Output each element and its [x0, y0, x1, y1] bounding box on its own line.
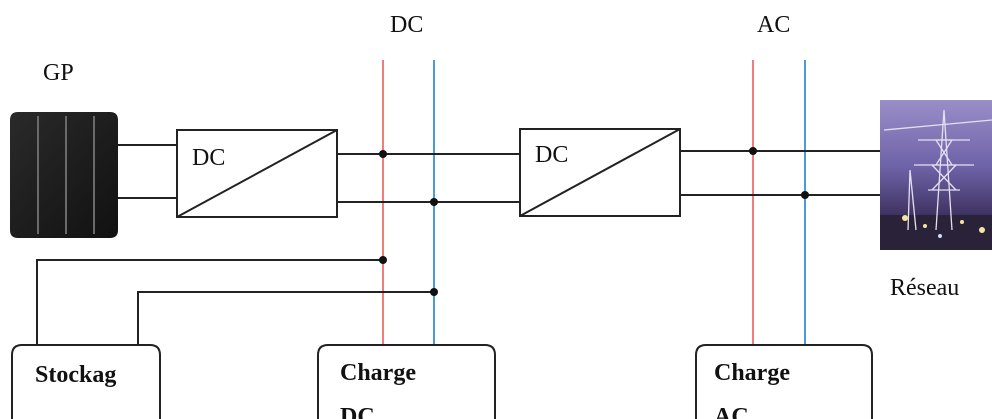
dc-ac-inverter: DC	[519, 128, 681, 217]
solar-panel-icon	[10, 112, 118, 238]
ac-load-label: Charge	[714, 360, 790, 386]
junction-dot	[379, 256, 387, 264]
storage-label: Stockag	[35, 362, 116, 388]
power-grid-photo-icon	[880, 100, 992, 250]
junction-dot	[801, 191, 809, 199]
junction-dot	[749, 147, 757, 155]
dc-load-label: Charge	[340, 360, 416, 386]
storage-box: Stockag	[11, 344, 161, 419]
junction-dot	[379, 150, 387, 158]
dc-dc-converter: DC	[176, 129, 338, 218]
ac-bus-label: AC	[757, 12, 790, 38]
junction-dot	[430, 288, 438, 296]
grid-label: Réseau	[890, 275, 959, 301]
dc-load-sublabel: DC	[340, 404, 375, 419]
pv-label: GP	[43, 60, 74, 86]
storage-wire-negative	[137, 291, 434, 345]
storage-wire-positive	[36, 259, 383, 345]
converter1-input-label: DC	[192, 145, 225, 171]
dc-load-box: Charge DC	[317, 344, 496, 419]
ac-load-sublabel: AC	[714, 404, 749, 419]
converter2-input-label: DC	[535, 142, 568, 168]
junction-dot	[430, 198, 438, 206]
dc-bus-label: DC	[390, 12, 423, 38]
ac-load-box: Charge AC	[695, 344, 873, 419]
